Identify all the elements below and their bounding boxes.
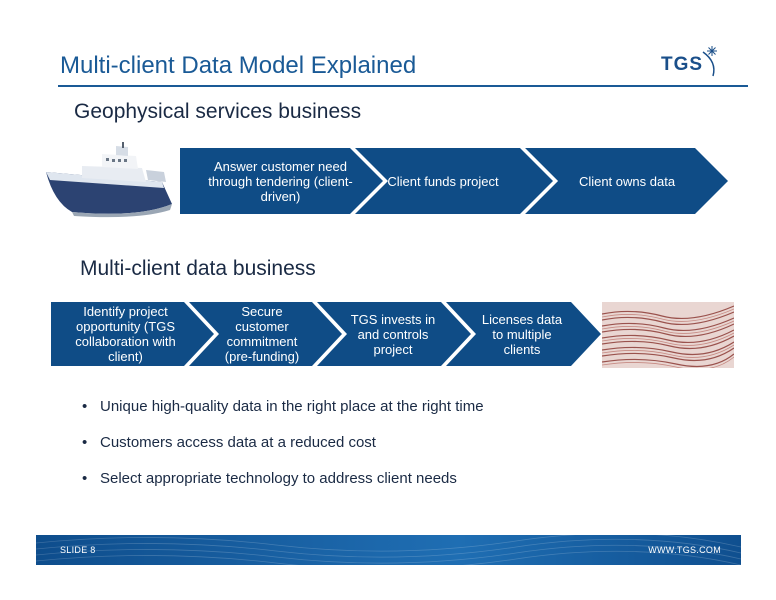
mc-step-3-label: TGS invests in and controls project: [350, 311, 436, 357]
multiclient-process-flow: [51, 302, 601, 366]
bullet-icon: •: [82, 398, 88, 415]
slide-title: Multi-client Data Model Explained: [60, 52, 417, 79]
logo-text: TGS: [661, 54, 704, 75]
key-points-list: • Unique high-quality data in the right p…: [82, 398, 484, 506]
multiclient-heading: Multi-client data business: [80, 257, 316, 280]
bullet-icon: •: [82, 434, 88, 451]
bullet-text: Unique high-quality data in the right pl…: [100, 398, 484, 415]
mc-flow-shape: [51, 302, 601, 366]
slide-number: SLIDE 8: [60, 545, 96, 555]
geo-step-3-label: Client owns data: [578, 173, 676, 189]
bullet-text: Customers access data at a reduced cost: [100, 434, 376, 451]
star-burst-icon: [702, 46, 717, 77]
geo-step-1-label: Answer customer need through tendering (…: [208, 158, 353, 204]
mc-step-2-label: Secure customer commitment (pre-funding): [224, 304, 300, 364]
title-underline: [58, 85, 748, 87]
seismic-section-image: [602, 302, 734, 368]
geo-step-2-shape: [525, 148, 728, 214]
bullet-icon: •: [82, 470, 88, 487]
mc-step-1-label: Identify project opportunity (TGS collab…: [75, 304, 176, 364]
geophysical-process-flow: [180, 148, 728, 214]
website-link[interactable]: WWW.TGS.COM: [648, 545, 721, 555]
geo-step-1-shape: [180, 148, 558, 214]
bullet-text: Select appropriate technology to address…: [100, 470, 457, 487]
list-item: • Unique high-quality data in the right p…: [82, 398, 484, 434]
footer-bar: SLIDE 8 WWW.TGS.COM: [36, 535, 741, 565]
list-item: • Customers access data at a reduced cost: [82, 434, 484, 470]
survey-vessel-image: [46, 142, 172, 218]
tgs-logo: TGS: [655, 44, 725, 84]
list-item: • Select appropriate technology to addres…: [82, 470, 484, 506]
mc-step-4-label: Licenses data to multiple clients: [481, 311, 563, 357]
geophysical-heading: Geophysical services business: [74, 100, 362, 123]
wave-pattern: [36, 535, 741, 565]
geo-step-2-label: Client funds project: [387, 173, 499, 189]
